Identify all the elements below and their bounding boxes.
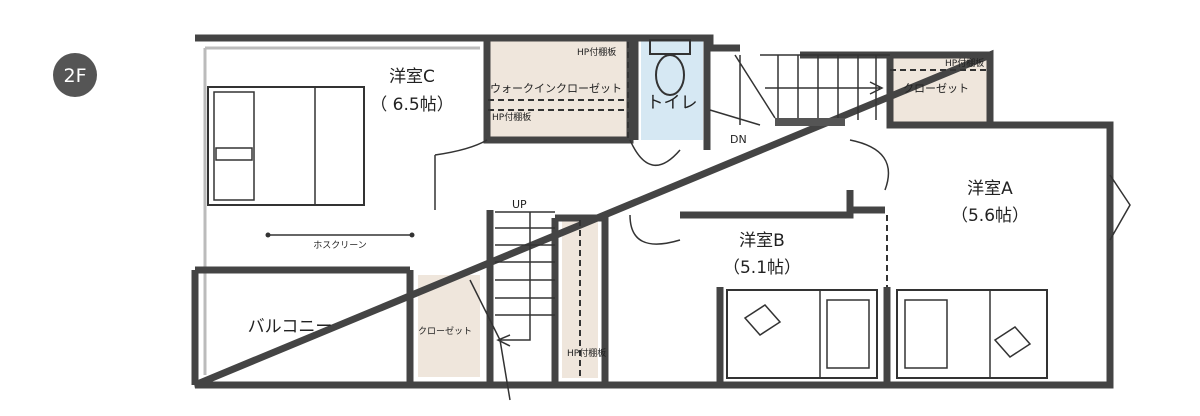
stairs-up-label: UP xyxy=(512,198,527,211)
room-b-name: 洋室B xyxy=(739,231,785,251)
bed-room-b xyxy=(726,289,878,379)
stairs-upper xyxy=(709,54,890,126)
hp-shelf-label: HP付棚板 xyxy=(492,111,531,123)
room-b-size: （5.1帖） xyxy=(723,258,801,278)
hosclean-label: ホスクリーン xyxy=(313,240,367,251)
walk-in-closet-label: ウォークインクローゼット xyxy=(490,82,622,95)
hp-shelf-label: HP付棚板 xyxy=(567,347,606,359)
closet-hall-label: クローゼット xyxy=(418,325,472,337)
stairs-down-label: DN xyxy=(730,133,747,146)
bed xyxy=(207,86,365,206)
balcony-label: バルコニー xyxy=(248,317,333,337)
room-c-size: （ 6.5帖） xyxy=(370,95,453,115)
toilet-icon xyxy=(649,39,691,96)
toilet-label: トイレ xyxy=(647,93,698,113)
svg-text:2F: 2F xyxy=(63,65,86,87)
closet-a-label: クローゼット xyxy=(903,82,969,95)
walk-in-closet-area xyxy=(487,38,630,140)
floor-badge: 2F xyxy=(53,53,97,97)
room-c-name: 洋室C xyxy=(389,67,435,87)
hp-shelf-label: HP付棚板 xyxy=(577,46,616,58)
hosclean xyxy=(265,232,415,238)
hp-shelf-label: HP付棚板 xyxy=(945,57,984,69)
walls xyxy=(191,34,1131,389)
bed-room-a xyxy=(896,289,1048,379)
closet-hall-area xyxy=(418,275,480,377)
stairs-lower xyxy=(469,211,555,401)
room-a-name: 洋室A xyxy=(967,179,1013,199)
room-a-size: （5.6帖） xyxy=(951,206,1029,226)
